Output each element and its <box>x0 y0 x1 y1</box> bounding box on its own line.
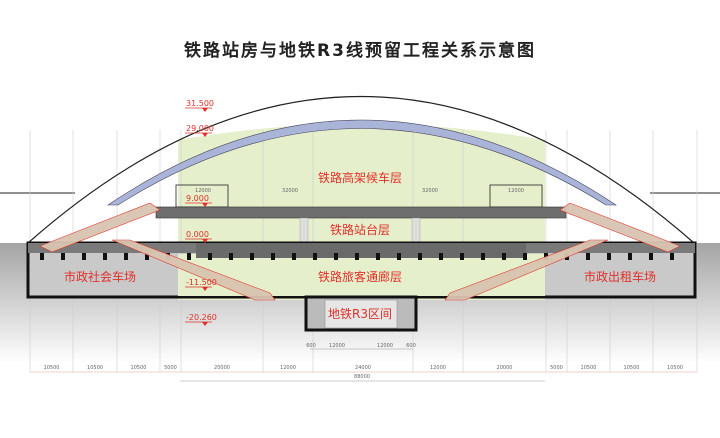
bottom-dim: 20000 <box>497 365 513 371</box>
beam <box>208 253 212 260</box>
beam <box>334 253 338 260</box>
elevation-label: 0.000 <box>186 230 209 239</box>
beam <box>481 253 485 260</box>
outer-arch <box>27 96 695 244</box>
upper-dim: 32000 <box>422 188 438 194</box>
elevation-label: 9.000 <box>186 194 209 203</box>
beam <box>355 253 359 260</box>
beam <box>523 253 527 260</box>
metro-dim: 600 <box>406 343 416 349</box>
bottom-dim: 12000 <box>280 365 296 371</box>
beam <box>124 253 128 260</box>
beam <box>670 253 674 260</box>
label-elevated-waiting: 铁路高架候车层 <box>318 170 402 185</box>
beam <box>271 253 275 260</box>
bottom-dim: 10500 <box>87 365 103 371</box>
beam <box>103 253 107 260</box>
beam <box>586 253 590 260</box>
beam <box>397 253 401 260</box>
total-dim: 88000 <box>354 374 370 380</box>
ramps <box>39 202 681 301</box>
beam <box>145 253 149 260</box>
label-metro: 地铁R3区间 <box>328 307 392 321</box>
metro-dim: 12000 <box>329 343 345 349</box>
elevated-slab <box>155 206 567 219</box>
bottom-dim: 10500 <box>131 365 147 371</box>
diagram-title: 铁路站房与地铁R3线预留工程关系示意图 <box>184 41 536 61</box>
beam <box>460 253 464 260</box>
beam <box>229 253 233 260</box>
beam <box>292 253 296 260</box>
metro-dim: 12000 <box>377 343 393 349</box>
beam <box>628 253 632 260</box>
beam <box>82 253 86 260</box>
beam <box>649 253 653 260</box>
beam <box>187 253 191 260</box>
beam <box>439 253 443 260</box>
upper-dim: 12000 <box>195 188 211 194</box>
beam <box>250 253 254 260</box>
beam <box>313 253 317 260</box>
bottom-dim: 10500 <box>44 365 60 371</box>
bottom-dim: 24000 <box>355 365 371 371</box>
label-municipal-parking: 市政社会车场 <box>64 269 136 284</box>
beam <box>376 253 380 260</box>
metro-dim: 600 <box>306 343 316 349</box>
elevation-label: -20.260 <box>186 313 217 322</box>
roof-arch <box>107 119 617 206</box>
bottom-dim: 5000 <box>164 365 177 371</box>
beam <box>607 253 611 260</box>
beam <box>418 253 422 260</box>
elevation-label: -11.500 <box>186 278 217 287</box>
elevation-label: 31.500 <box>186 99 214 108</box>
bottom-dim: 10500 <box>667 365 683 371</box>
beam <box>502 253 506 260</box>
label-platform: 铁路站台层 <box>330 222 390 237</box>
label-taxi-parking: 市政出租车场 <box>584 269 656 284</box>
bottom-dim: 20000 <box>214 365 230 371</box>
bottom-dim: 12000 <box>430 365 446 371</box>
bottom-dim: 10500 <box>581 365 597 371</box>
platform-slab <box>196 243 526 258</box>
bottom-dim: 10500 <box>624 365 640 371</box>
elevation-label: 29.000 <box>186 124 214 133</box>
beam <box>61 253 65 260</box>
upper-dim: 12000 <box>508 188 524 194</box>
label-passenger-corridor: 铁路旅客通廊层 <box>318 269 402 284</box>
beam <box>40 253 44 260</box>
upper-dim: 32000 <box>282 188 298 194</box>
bottom-dim: 5000 <box>550 365 563 371</box>
